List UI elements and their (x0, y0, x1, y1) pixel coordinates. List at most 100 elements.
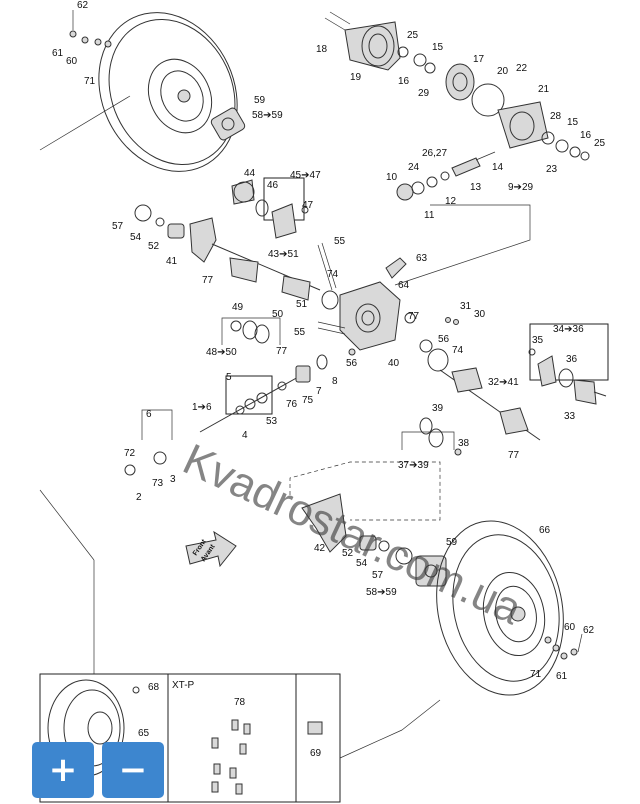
callout-10: 10 (386, 172, 398, 183)
callout-35: 35 (532, 335, 544, 346)
callout-71: 71 (84, 76, 96, 87)
callout-11: 11 (424, 210, 435, 221)
callout-2: 2 (136, 492, 142, 503)
callout-30: 30 (474, 309, 486, 320)
callout-77d: 77 (508, 450, 520, 461)
callout-77a: 77 (202, 275, 214, 286)
callout-72: 72 (124, 448, 136, 459)
hub-59-bottom (415, 555, 447, 587)
part-69 (307, 721, 323, 735)
callout-50: 50 (272, 309, 284, 320)
cv-joint-33 (573, 379, 607, 405)
callout-74: 74 (327, 269, 339, 280)
callout-53: 53 (266, 416, 278, 427)
callout-17: 17 (473, 54, 485, 65)
callout-69: 69 (310, 748, 322, 759)
hardware-78 (211, 719, 251, 795)
plus-icon: + (48, 750, 78, 790)
callout-26-27: 26,27 (422, 148, 447, 159)
zoom-out-button[interactable]: − (102, 742, 164, 798)
callout-16: 16 (398, 76, 410, 87)
callout-60: 60 (66, 56, 78, 67)
callout-6: 6 (146, 409, 152, 420)
panel-69 (295, 673, 341, 803)
callout-25: 25 (407, 30, 419, 41)
knuckle-41 (189, 217, 217, 263)
callout-7: 7 (316, 386, 322, 397)
callout-68: 68 (148, 682, 160, 693)
callout-54: 54 (130, 232, 142, 243)
callout-36: 36 (566, 354, 578, 365)
callout-58-59: 58➔59 (252, 110, 283, 121)
callout-33: 33 (564, 411, 576, 422)
callout-15: 15 (432, 42, 444, 53)
callout-28: 28 (550, 111, 562, 122)
callout-18: 18 (316, 44, 328, 55)
callout-56b: 56 (438, 334, 450, 345)
callout-57: 57 (112, 221, 124, 232)
actuator-63 (385, 257, 407, 279)
callout-43-51: 43➔51 (268, 249, 299, 260)
callout-9-29: 9➔29 (508, 182, 534, 193)
callout-54b: 54 (356, 558, 368, 569)
pinion-assembly (396, 151, 496, 201)
callout-32-41: 32➔41 (488, 377, 519, 388)
bearing-52-top (167, 223, 185, 239)
boot-45 (271, 203, 297, 239)
callout-52b: 52 (342, 548, 354, 559)
callout-49: 49 (232, 302, 244, 313)
callout-74b: 74 (452, 345, 464, 356)
callout-14: 14 (492, 162, 504, 173)
callout-3: 3 (170, 474, 176, 485)
callout-13: 13 (470, 182, 482, 193)
callout-77b: 77 (276, 346, 288, 357)
callout-56a: 56 (346, 358, 358, 369)
callout-66: 66 (539, 525, 551, 536)
callout-59: 59 (254, 95, 266, 106)
driveshaft-32 (439, 367, 541, 441)
callout-44: 44 (244, 168, 256, 179)
diff-cover-21 (497, 101, 549, 149)
callout-23: 23 (546, 164, 558, 175)
callout-62b: 62 (583, 625, 595, 636)
callout-61: 61 (52, 48, 64, 59)
callout-77c: 77 (408, 311, 420, 322)
callout-47: 47 (302, 200, 314, 211)
callout-5: 5 (226, 372, 232, 383)
zoom-in-button[interactable]: + (32, 742, 94, 798)
callout-58-59b: 58➔59 (366, 587, 397, 598)
callout-71b: 71 (530, 669, 542, 680)
callout-65: 65 (138, 728, 150, 739)
callout-38: 38 (458, 438, 470, 449)
callout-34-36: 34➔36 (553, 324, 584, 335)
callout-29: 29 (418, 88, 430, 99)
ring-gear-17 (445, 63, 475, 101)
callout-57b: 57 (372, 570, 384, 581)
callout-19: 19 (350, 72, 362, 83)
callout-41: 41 (166, 256, 178, 267)
front-direction-arrow: Front Avant (185, 530, 237, 568)
callout-55b: 55 (294, 327, 306, 338)
callout-4: 4 (242, 430, 248, 441)
callout-37-39: 37➔39 (398, 460, 429, 471)
driveshaft-43 (211, 243, 321, 301)
callout-78: 78 (234, 697, 246, 708)
callout-62: 62 (77, 0, 89, 11)
callout-25b: 25 (594, 138, 606, 149)
callout-59b: 59 (446, 537, 458, 548)
callout-1-6: 1➔6 (192, 402, 212, 413)
watermark-text: Kvadrostar.com.ua (176, 435, 530, 635)
cv-joint-44 (231, 179, 255, 205)
callout-39: 39 (432, 403, 444, 414)
panel-title: XT-P (172, 680, 195, 691)
callout-31: 31 (460, 301, 472, 312)
callout-40: 40 (388, 358, 400, 369)
callout-42: 42 (314, 543, 326, 554)
callout-12: 12 (445, 196, 457, 207)
front-differential (339, 281, 401, 351)
callout-73: 73 (152, 478, 164, 489)
part-labels: 62 61 60 71 59 58➔59 18 19 25 15 16 29 1… (52, 0, 606, 759)
callout-75: 75 (302, 395, 314, 406)
callout-76: 76 (286, 399, 298, 410)
